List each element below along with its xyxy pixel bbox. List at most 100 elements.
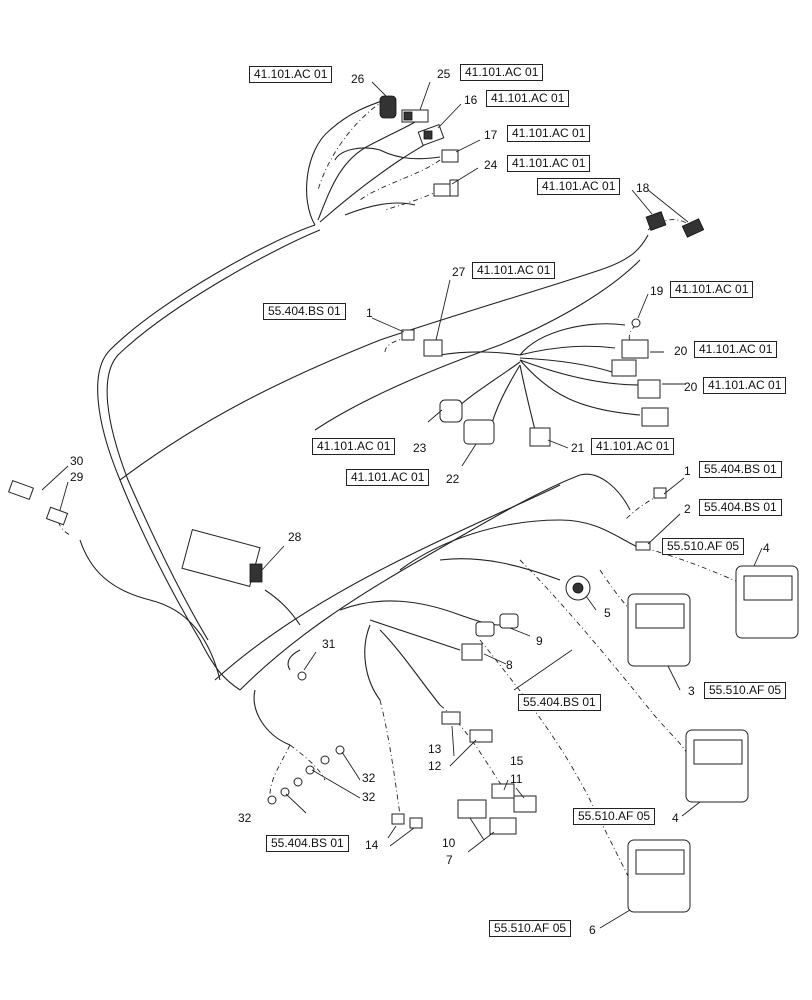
ref-box-21: 41.101.AC 01: [591, 438, 675, 455]
callout-1-upper: 1: [366, 306, 373, 320]
connector-29: [45, 506, 69, 526]
wire-to-29: [79, 539, 221, 681]
callout-2: 2: [684, 502, 691, 516]
callout-16: 16: [464, 93, 478, 107]
callout-31: 31: [322, 637, 336, 651]
connector-15: [491, 783, 515, 799]
module-3: [627, 593, 691, 667]
connector-8: [461, 643, 483, 661]
lower-branch-3: [339, 600, 501, 626]
ring-terminals-32: [267, 745, 345, 805]
callout-9: 9: [536, 634, 543, 648]
terminal-2: [635, 541, 651, 551]
dash-wire-8: [644, 547, 746, 586]
module-4-top: [735, 565, 799, 639]
connector-1-upper: [401, 329, 415, 341]
ref-box-22: 41.101.AC 01: [346, 469, 430, 486]
ref-box-8: 55.404.BS 01: [518, 694, 601, 711]
connector-24: [433, 179, 459, 197]
connector-30: [7, 479, 35, 501]
wire-to-18-b: [314, 259, 641, 431]
callout-5: 5: [604, 606, 611, 620]
callout-12: 12: [428, 759, 442, 773]
callout-27: 27: [452, 265, 466, 279]
lower-branch-8: [253, 689, 291, 746]
top-branch-wire-2: [317, 121, 416, 221]
dash-wire-1: [317, 99, 386, 191]
star-branch-5: [519, 359, 641, 416]
lower-branch-7: [287, 649, 301, 671]
callout-20-lower: 20: [684, 380, 698, 394]
main-trunk-wire-b: [106, 229, 321, 641]
wire-to-18: [119, 234, 649, 481]
callout-20-upper: 20: [674, 344, 688, 358]
connector-27: [423, 339, 443, 357]
ref-box-26: 41.101.AC 01: [249, 66, 333, 83]
ring-terminal-19: [631, 318, 641, 328]
lower-branch-1: [399, 519, 641, 571]
connector-9b: [499, 613, 519, 629]
connector-25: [401, 109, 429, 123]
callout-18: 18: [636, 181, 650, 195]
dash-wire-14: [269, 744, 291, 796]
ref-box-14: 55.404.BS 01: [266, 835, 349, 852]
module-6: [627, 839, 691, 913]
ref-box-1-lower: 55.404.BS 01: [699, 461, 782, 478]
connector-13: [441, 711, 461, 725]
connector-12: [469, 729, 493, 743]
lower-branch-2: [439, 558, 561, 581]
module-4-middle: [685, 729, 749, 803]
top-branch-wire-5: [334, 147, 441, 161]
connector-18: [645, 211, 705, 238]
ref-box-16: 41.101.AC 01: [486, 90, 570, 107]
callout-26: 26: [351, 72, 365, 86]
dash-wire-6: [628, 324, 637, 343]
callout-6: 6: [589, 923, 596, 937]
connector-10: [457, 799, 487, 819]
dash-wire-2: [359, 159, 441, 201]
connector-1-lower: [653, 487, 667, 499]
dash-wire-10: [519, 559, 691, 761]
callout-1-lower: 1: [684, 464, 691, 478]
lower-branch-4: [369, 619, 461, 651]
top-branch-wire-3: [319, 139, 433, 223]
star-branch-7: [489, 364, 521, 431]
connector-23: [439, 399, 463, 423]
callout-25: 25: [437, 67, 451, 81]
ref-box-20-lower: 41.101.AC 01: [703, 377, 787, 394]
callout-14: 14: [365, 838, 379, 852]
callout-30: 30: [70, 454, 84, 468]
star-branch-1: [519, 323, 626, 356]
callout-32b: 32: [362, 790, 376, 804]
ref-box-25: 41.101.AC 01: [460, 64, 544, 81]
star-branch-4: [519, 359, 641, 386]
ref-box-4-middle: 55.510.AF 05: [573, 808, 656, 825]
connector-22: [463, 419, 495, 445]
dash-wire-3: [384, 189, 441, 211]
callout-17: 17: [484, 128, 498, 142]
callout-21: 21: [571, 441, 585, 455]
ref-box-27: 41.101.AC 01: [472, 262, 556, 279]
lower-harness-wire-b: [214, 484, 561, 681]
connector-11: [513, 795, 537, 813]
callout-7: 7: [446, 853, 453, 867]
callout-11: 11: [510, 772, 523, 786]
top-branch-wire: [306, 99, 386, 226]
ref-box-2: 55.404.BS 01: [699, 499, 782, 516]
connector-17: [441, 149, 459, 163]
star-branch-6: [454, 361, 521, 411]
callout-32c: 32: [238, 811, 252, 825]
callout-23: 23: [413, 441, 427, 455]
ref-box-1-upper: 55.404.BS 01: [263, 303, 346, 320]
callout-28: 28: [288, 530, 302, 544]
ref-box-24: 41.101.AC 01: [507, 155, 591, 172]
callout-4-upper: 4: [763, 541, 770, 555]
ref-box-23: 41.101.AC 01: [312, 438, 396, 455]
callout-22: 22: [446, 472, 460, 486]
ref-box-17: 41.101.AC 01: [507, 125, 591, 142]
dash-wire-7: [624, 494, 661, 521]
round-connector-5: [565, 575, 591, 601]
lower-branch-5: [364, 624, 381, 701]
